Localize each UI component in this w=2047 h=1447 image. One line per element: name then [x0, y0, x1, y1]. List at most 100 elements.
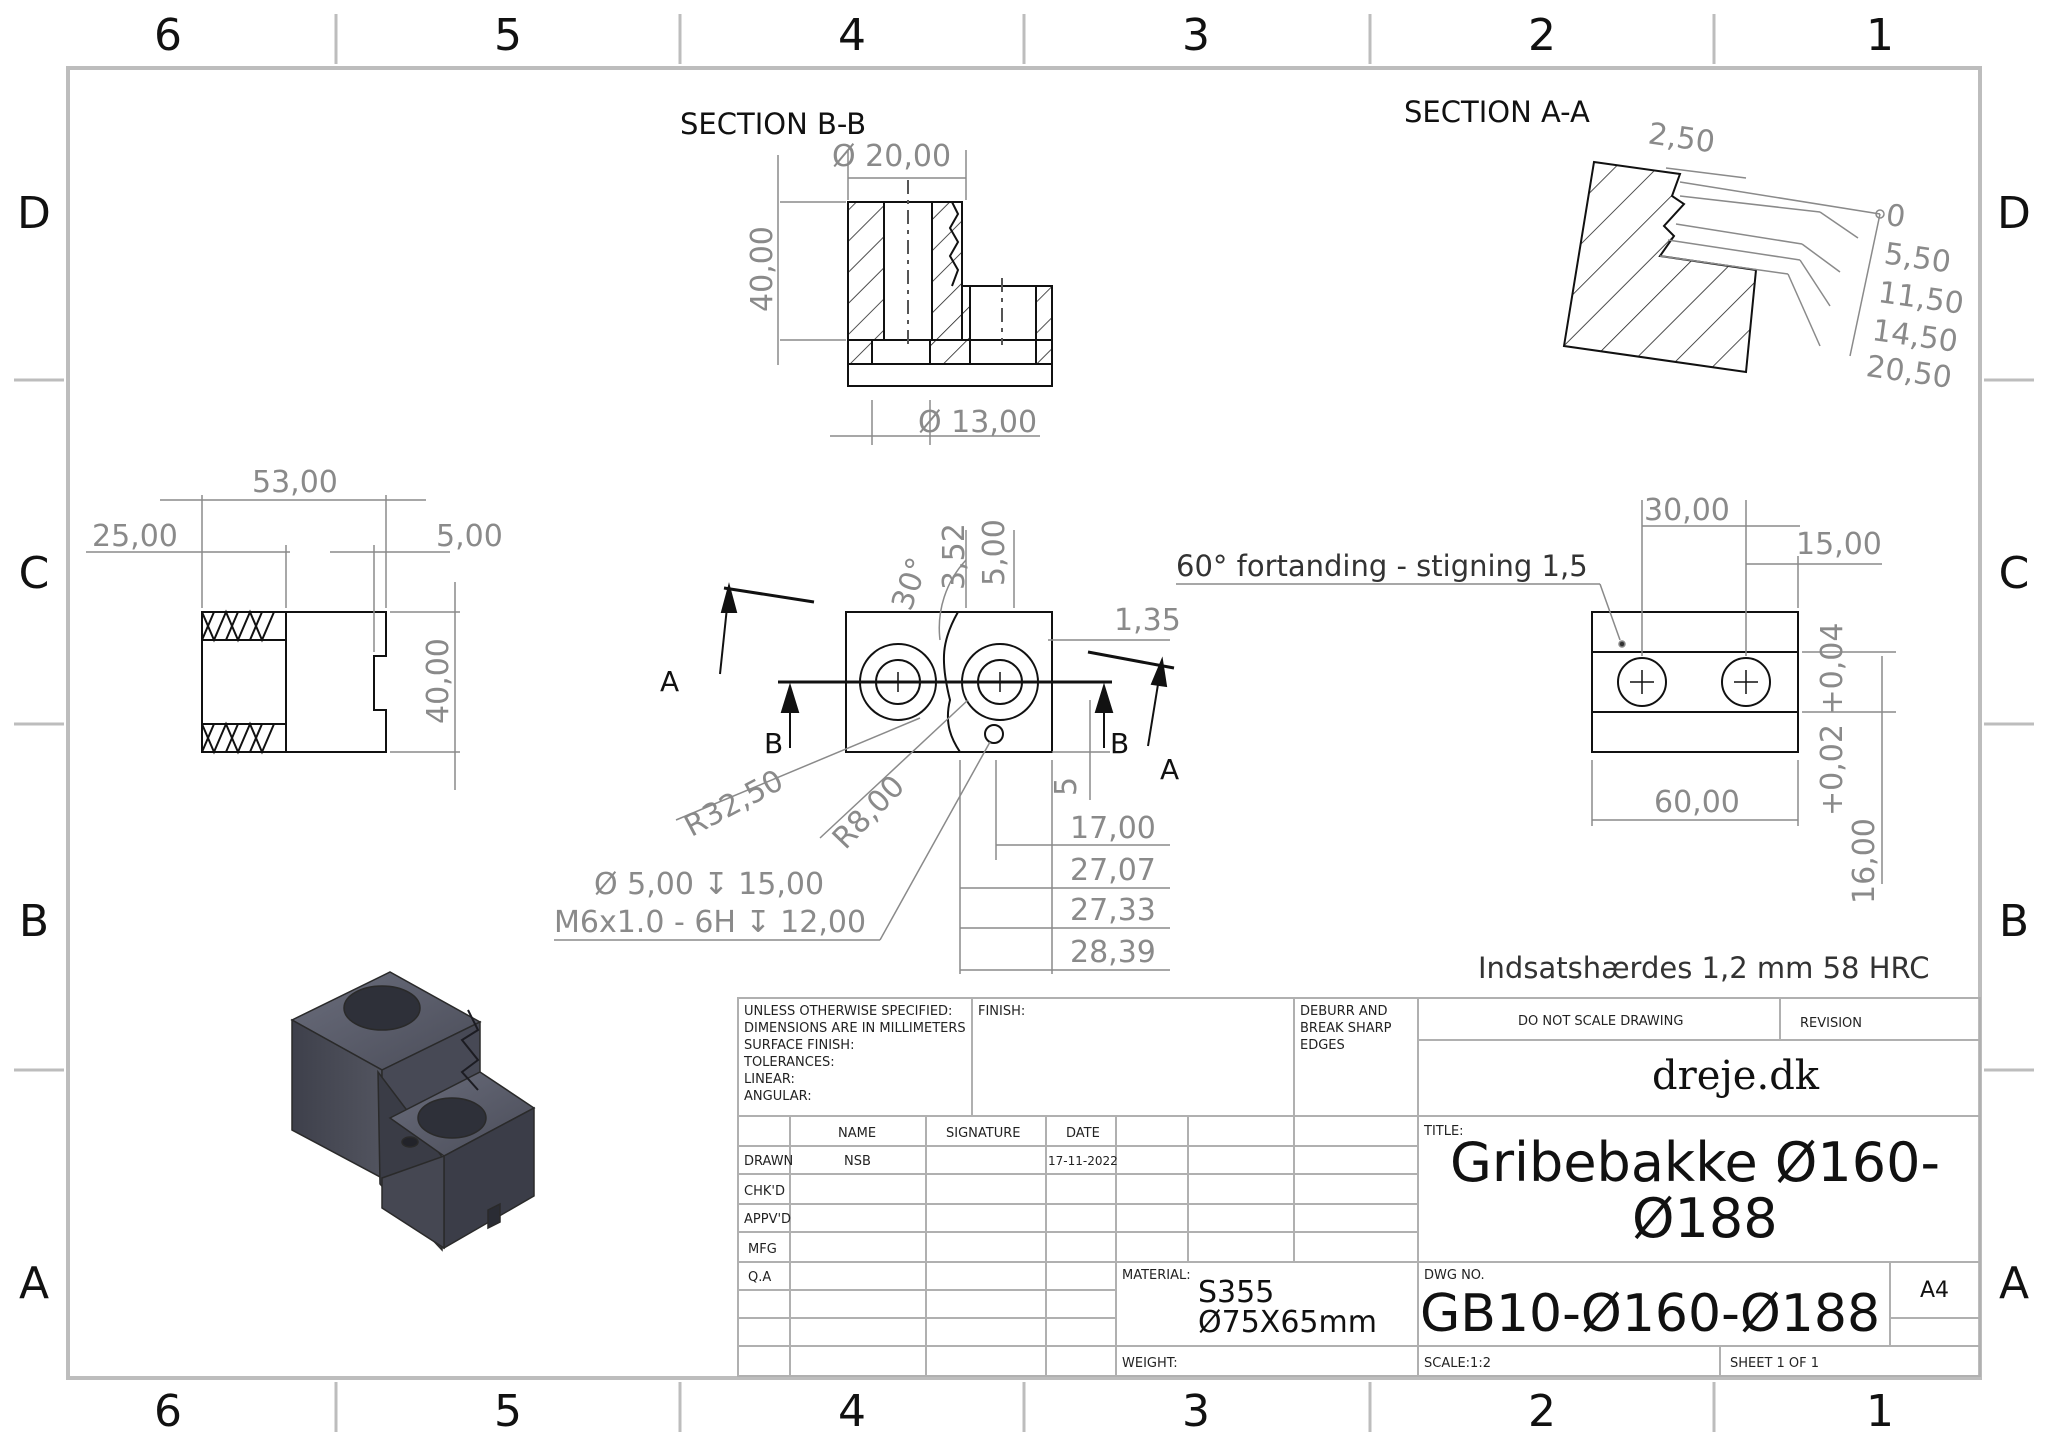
zone-col-4-top: 4 [838, 10, 866, 61]
section-b-dimensions [777, 150, 1040, 445]
tb-row-chkd: CHK'D [744, 1184, 785, 1199]
right-view-tolerance: +0,02 +0,04 [1815, 622, 1850, 816]
section-b-title: SECTION B-B [680, 107, 867, 141]
tb-spec-line-4: TOLERANCES: [744, 1055, 835, 1070]
top-view-d2839: 28,39 [1070, 935, 1156, 970]
zone-col-4-bottom: 4 [838, 1386, 866, 1437]
right-view [1591, 611, 1799, 753]
top-view-hole1: Ø 5,00 ↧ 15,00 [594, 867, 825, 902]
top-view-d5: 5 [1049, 776, 1084, 796]
sheet-frame [14, 14, 2034, 1432]
section-a-d1: 5,50 [1881, 236, 1953, 281]
zone-row-a-left: A [18, 1258, 50, 1309]
zone-col-1-top: 1 [1866, 10, 1894, 61]
tb-col-date: DATE [1066, 1126, 1100, 1141]
section-b-dia-top: Ø 20,00 [832, 139, 952, 174]
zone-col-5-bottom: 5 [494, 1386, 522, 1437]
isometric-part [290, 971, 536, 1252]
tb-deburr-3: EDGES [1300, 1038, 1345, 1053]
zone-col-5-top: 5 [494, 10, 522, 61]
tb-row-appvd: APPV'D [744, 1212, 792, 1227]
right-view-dimensions [1176, 500, 1896, 884]
top-view-d1700: 17,00 [1070, 811, 1156, 846]
section-label-b-left: B [764, 727, 784, 760]
tb-weight: WEIGHT: [1122, 1356, 1178, 1371]
tb-row-drawn: DRAWN [744, 1154, 794, 1169]
zone-col-1-bottom: 1 [1866, 1386, 1894, 1437]
tooth-note: 60° fortanding - stigning 1,5 [1176, 549, 1588, 583]
tb-spec-line-2: DIMENSIONS ARE IN MILLIMETERS [744, 1021, 966, 1036]
zone-row-a-right: A [1998, 1258, 2030, 1309]
left-view [201, 609, 387, 755]
right-view-height: 16,00 [1847, 818, 1882, 904]
section-a-view [1562, 160, 1758, 374]
left-view-height: 40,00 [421, 638, 456, 724]
tb-drawn-name: NSB [844, 1154, 871, 1169]
left-view-width: 53,00 [252, 465, 338, 500]
zone-col-2-bottom: 2 [1528, 1386, 1556, 1437]
tb-title-label: TITLE: [1424, 1124, 1464, 1139]
right-view-offset: 15,00 [1796, 527, 1882, 562]
top-view-d2707: 27,07 [1070, 853, 1156, 888]
left-view-dimensions [86, 495, 460, 790]
title-block-grid [737, 997, 1981, 1377]
top-view-d352: 3,52 [937, 523, 972, 590]
section-label-a-right: A [1160, 753, 1180, 786]
hardening-note: Indsatshærdes 1,2 mm 58 HRC [1478, 951, 1930, 985]
tb-col-signature: SIGNATURE [946, 1126, 1021, 1141]
top-view-arrows [719, 582, 1168, 748]
tb-row-mfg: MFG [748, 1242, 777, 1257]
zone-row-d-left: D [17, 188, 51, 239]
top-view-d500: 5,00 [977, 519, 1012, 586]
tb-deburr-2: BREAK SHARP [1300, 1021, 1392, 1036]
tb-spec-line-1: UNLESS OTHERWISE SPECIFIED: [744, 1004, 953, 1019]
section-label-a-left: A [660, 665, 680, 698]
top-view-d135: 1,35 [1114, 603, 1181, 638]
tb-drawn-date: 17-11-2022 [1048, 1154, 1118, 1168]
tb-dwg-no: GB10-Ø160-Ø188 [1420, 1284, 1881, 1344]
tb-scale: SCALE:1:2 [1424, 1356, 1491, 1371]
right-view-spacing: 30,00 [1644, 493, 1730, 528]
section-b-dia-bottom: Ø 13,00 [918, 405, 1038, 440]
section-a-dimensions [1659, 167, 1885, 357]
tb-spec-line-6: ANGULAR: [744, 1089, 812, 1104]
top-view-d2733: 27,33 [1070, 893, 1156, 928]
tb-material-line-2: Ø75X65mm [1198, 1305, 1377, 1340]
zone-col-6-bottom: 6 [154, 1386, 182, 1437]
zone-col-6-top: 6 [154, 10, 182, 61]
tb-deburr-1: DEBURR AND [1300, 1004, 1388, 1019]
tb-size: A4 [1920, 1278, 1950, 1303]
tb-revision: REVISION [1800, 1016, 1863, 1031]
tb-finish: FINISH: [978, 1004, 1026, 1019]
tb-material-line-1: S355 [1198, 1275, 1275, 1310]
left-view-right: 5,00 [436, 519, 503, 554]
section-a-title: SECTION A-A [1404, 95, 1590, 129]
zone-col-3-bottom: 3 [1182, 1386, 1210, 1437]
tb-row-qa: Q.A [748, 1270, 772, 1285]
section-b-height: 40,00 [745, 226, 780, 312]
zone-row-b-right: B [1998, 896, 2030, 947]
top-view-dimensions [554, 530, 1170, 974]
tb-do-not-scale: DO NOT SCALE DRAWING [1518, 1014, 1684, 1029]
tb-company: dreje.dk [1652, 1053, 1820, 1099]
tb-title-line-1: Gribebakke Ø160- [1450, 1131, 1940, 1194]
top-view [723, 586, 1175, 753]
section-label-b-right: B [1110, 727, 1130, 760]
section-a-pitch: 2,50 [1645, 116, 1717, 161]
zone-row-c-left: C [18, 548, 50, 599]
zone-col-2-top: 2 [1528, 10, 1556, 61]
tb-col-name: NAME [838, 1126, 877, 1141]
right-view-width: 60,00 [1654, 785, 1740, 820]
zone-row-b-left: B [18, 896, 50, 947]
tb-spec-line-3: SURFACE FINISH: [744, 1038, 855, 1053]
zone-col-3-top: 3 [1182, 10, 1210, 61]
tb-title-line-2: Ø188 [1632, 1187, 1778, 1250]
tb-sheet: SHEET 1 OF 1 [1730, 1356, 1820, 1371]
tb-dwg-label: DWG NO. [1424, 1268, 1485, 1283]
zone-row-d-right: D [1997, 188, 2031, 239]
tb-spec-line-5: LINEAR: [744, 1072, 795, 1087]
left-view-left: 25,00 [92, 519, 178, 554]
tb-material-label: MATERIAL: [1122, 1268, 1191, 1283]
top-view-hole2: M6x1.0 - 6H ↧ 12,00 [554, 905, 867, 940]
